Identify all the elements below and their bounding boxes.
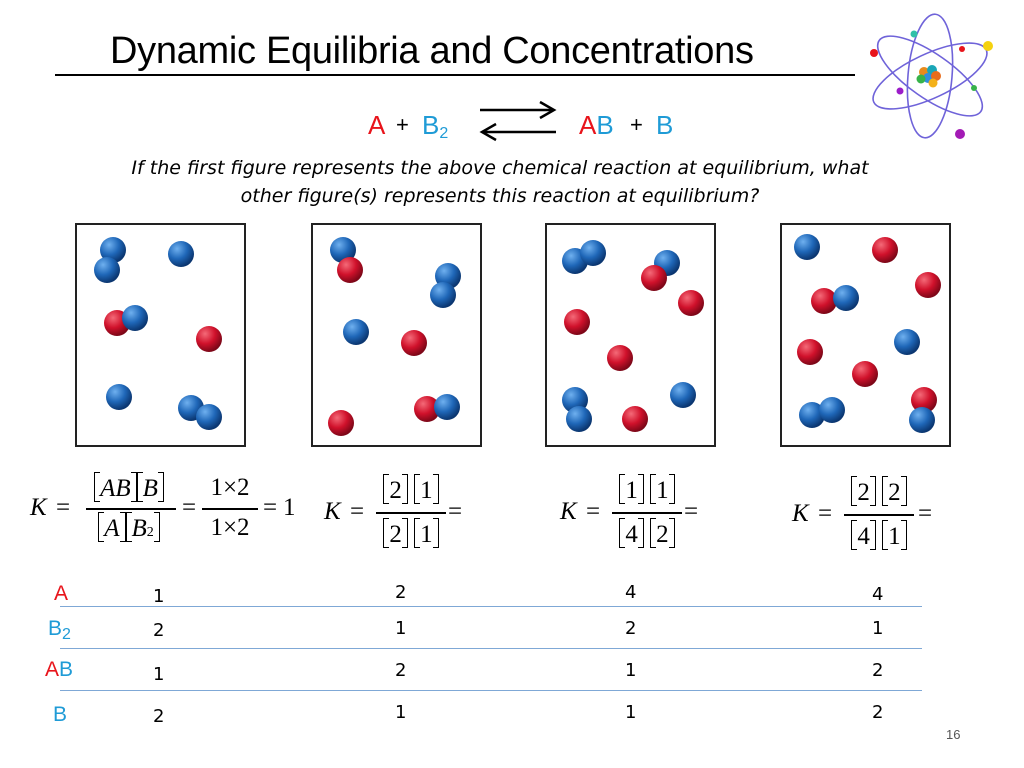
blue-atom xyxy=(833,285,859,311)
red-atom xyxy=(915,272,941,298)
row-label-a: A xyxy=(54,582,69,605)
table-cell: 2 xyxy=(872,660,884,681)
reactant-b2: B2 xyxy=(422,110,449,142)
row-label-b2: B2 xyxy=(48,617,71,643)
figure-4-molecules xyxy=(794,234,941,433)
k4-numerator: 2 2 xyxy=(844,476,914,507)
table-cell: 4 xyxy=(872,584,884,605)
k3-denominator: 4 2 xyxy=(612,518,682,549)
blue-atom xyxy=(122,305,148,331)
blue-atom xyxy=(894,329,920,355)
red-atom xyxy=(678,290,704,316)
blue-atom xyxy=(794,234,820,260)
figure-3 xyxy=(545,223,716,447)
figure-4 xyxy=(780,223,951,447)
k2-denominator: 2 1 xyxy=(376,518,446,549)
blue-atom xyxy=(430,282,456,308)
figure-2-molecules xyxy=(328,237,461,436)
table-cell: 2 xyxy=(153,620,165,641)
equilibrium-arrows-icon xyxy=(479,100,557,142)
question-line-2: other figure(s) represents this reaction… xyxy=(240,185,760,207)
red-atom xyxy=(401,330,427,356)
table-cell: 2 xyxy=(395,660,407,681)
k4-denominator: 4 1 xyxy=(844,520,914,551)
red-atom xyxy=(811,288,837,314)
red-atom xyxy=(337,257,363,283)
figure-1 xyxy=(75,223,246,447)
table-cell: 1 xyxy=(395,702,407,723)
blue-atom xyxy=(106,384,132,410)
row-label-ab: AB xyxy=(45,658,74,681)
question-text: If the first figure represents the above… xyxy=(90,154,910,210)
table-rule xyxy=(60,606,922,607)
blue-atom xyxy=(196,404,222,430)
red-atom xyxy=(641,265,667,291)
table-cell: 2 xyxy=(625,618,637,639)
question-line-1: If the first figure represents the above… xyxy=(131,157,869,179)
reactant-a: A xyxy=(368,110,386,140)
k-expression-3: K = 1 1 4 2 = xyxy=(560,468,710,558)
k2-numerator: 2 1 xyxy=(376,474,446,505)
atom-logo-icon xyxy=(870,13,993,139)
table-cell: 1 xyxy=(625,702,637,723)
table-rule xyxy=(60,690,922,691)
page-number: 16 xyxy=(946,727,961,742)
plus-sign-2: + xyxy=(630,112,643,137)
table-cell: 1 xyxy=(153,586,165,607)
k1-result: 1 xyxy=(283,494,296,521)
blue-atom xyxy=(909,407,935,433)
figure-2 xyxy=(311,223,482,447)
figure-1-molecules xyxy=(94,237,222,430)
table-cell: 1 xyxy=(395,618,407,639)
table-cell: 2 xyxy=(395,582,407,603)
k1-numerator-value: 1×2 xyxy=(210,474,250,501)
table-cell: 4 xyxy=(625,582,637,603)
blue-atom xyxy=(168,241,194,267)
table-cell: 2 xyxy=(153,706,165,727)
red-atom xyxy=(328,410,354,436)
product-ab: AB xyxy=(579,110,614,140)
plus-sign: + xyxy=(396,112,409,137)
row-label-b: B xyxy=(53,703,68,726)
product-b: B xyxy=(656,110,674,140)
table-cell: 2 xyxy=(872,702,884,723)
k-expression-4: K = 2 2 4 1 = xyxy=(792,470,942,560)
blue-atom xyxy=(94,257,120,283)
table-cell: 1 xyxy=(153,664,165,685)
red-atom xyxy=(852,361,878,387)
red-atom xyxy=(872,237,898,263)
table-cell: 1 xyxy=(625,660,637,681)
blue-atom xyxy=(100,237,126,263)
blue-atom xyxy=(434,394,460,420)
blue-atom xyxy=(819,397,845,423)
table-cell: 1 xyxy=(872,618,884,639)
blue-atom xyxy=(670,382,696,408)
blue-atom xyxy=(566,406,592,432)
red-atom xyxy=(564,309,590,335)
table-rule xyxy=(60,648,922,649)
red-atom xyxy=(196,326,222,352)
slide-title: Dynamic Equilibria and Concentrations xyxy=(110,30,754,72)
blue-atom xyxy=(799,402,825,428)
figure-3-molecules xyxy=(562,240,704,432)
blue-atom xyxy=(580,240,606,266)
k-expression-2: K = 2 1 2 1 = xyxy=(324,468,474,558)
red-atom xyxy=(911,387,937,413)
red-atom xyxy=(797,339,823,365)
red-atom xyxy=(622,406,648,432)
title-underline xyxy=(55,74,855,76)
red-atom xyxy=(414,396,440,422)
blue-atom xyxy=(343,319,369,345)
red-atom xyxy=(607,345,633,371)
k3-numerator: 1 1 xyxy=(612,474,682,505)
blue-atom xyxy=(330,237,356,263)
k1-denominator-value: 1×2 xyxy=(210,514,250,541)
